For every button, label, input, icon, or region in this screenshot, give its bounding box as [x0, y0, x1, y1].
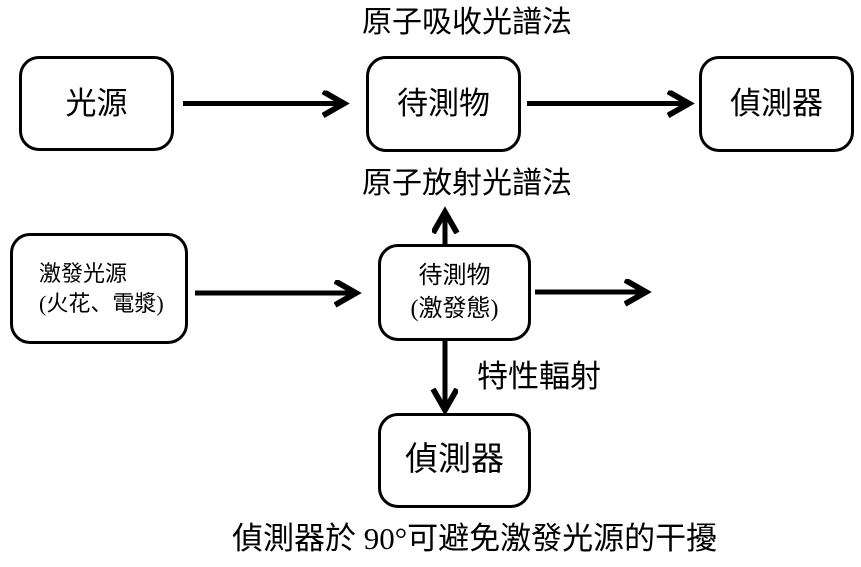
analyte-excited-label-line2: (激發態) — [410, 295, 499, 322]
excitation-source-label-line1: 激發光源 — [39, 260, 128, 286]
characteristic-radiation-label: 特性輻射 — [477, 359, 601, 394]
excitation-source-box: 激發光源 (火花、電漿) — [10, 233, 188, 344]
light-source-label: 光源 — [65, 85, 128, 121]
detector-box-emission: 偵測器 — [378, 413, 531, 508]
analyte-excited-label-line1: 待測物 — [418, 263, 491, 290]
analyte-box: 待測物 — [366, 56, 521, 152]
detector-label-absorption: 偵測器 — [730, 86, 823, 122]
analyte-excited-box: 待測物 (激發態) — [378, 244, 531, 341]
light-source-box: 光源 — [19, 56, 174, 151]
excitation-source-label-line2: (火花、電漿) — [39, 290, 164, 316]
detector-label-emission: 偵測器 — [405, 442, 504, 479]
analyte-label: 待測物 — [397, 86, 490, 122]
emission-section-title: 原子放射光譜法 — [362, 167, 572, 200]
detector-box-absorption: 偵測器 — [699, 56, 854, 152]
bottom-caption: 偵測器於 90°可避免激發光源的干擾 — [232, 521, 718, 556]
absorption-section-title: 原子吸收光譜法 — [362, 6, 572, 39]
